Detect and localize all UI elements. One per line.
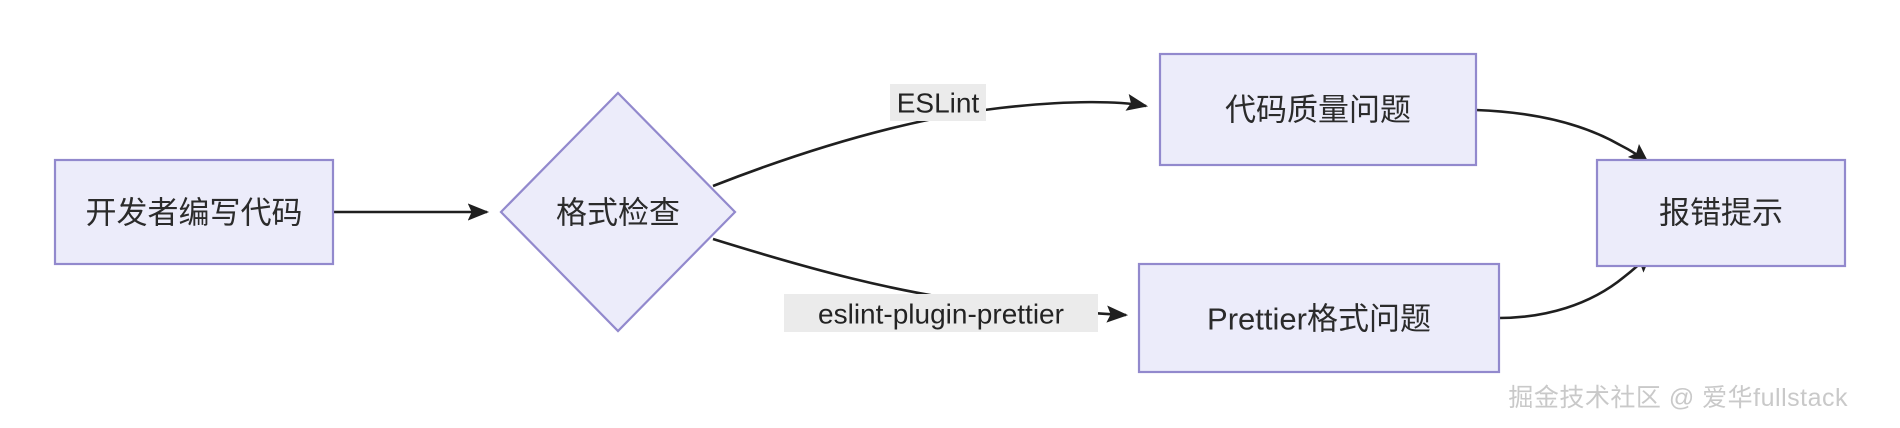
watermark: 掘金技术社区 @ 爱华fullstack [1508, 384, 1848, 412]
edge-label-eslint-plugin-prettier: eslint-plugin-prettier [784, 294, 1098, 332]
node-prettier-format-issue-label: Prettier格式问题 [1207, 302, 1431, 337]
node-prettier-format-issue[interactable]: Prettier格式问题 [1137, 262, 1501, 374]
node-error-message-label: 报错提示 [1659, 196, 1783, 231]
edge-label-eslint: ESLint [890, 84, 986, 121]
node-code-quality-issue-label: 代码质量问题 [1225, 93, 1411, 128]
edge-quality-to-error [1475, 108, 1650, 165]
node-error-message[interactable]: 报错提示 [1595, 158, 1847, 268]
node-developer-writes-code-label: 开发者编写代码 [86, 196, 303, 231]
node-format-check-label: 格式检查 [556, 196, 680, 231]
edge-label-eslint-plugin-prettier-text: eslint-plugin-prettier [818, 299, 1064, 330]
edge-label-layer: ESLint eslint-plugin-prettier [784, 84, 1098, 332]
node-code-quality-issue[interactable]: 代码质量问题 [1158, 52, 1478, 167]
edge-label-eslint-text: ESLint [897, 88, 980, 119]
node-layer: 开发者编写代码 格式检查 代码质量问题 Prettier格式问题 报错提示 [53, 52, 1847, 374]
node-format-check[interactable]: 格式检查 [499, 91, 737, 333]
node-developer-writes-code[interactable]: 开发者编写代码 [53, 158, 335, 266]
